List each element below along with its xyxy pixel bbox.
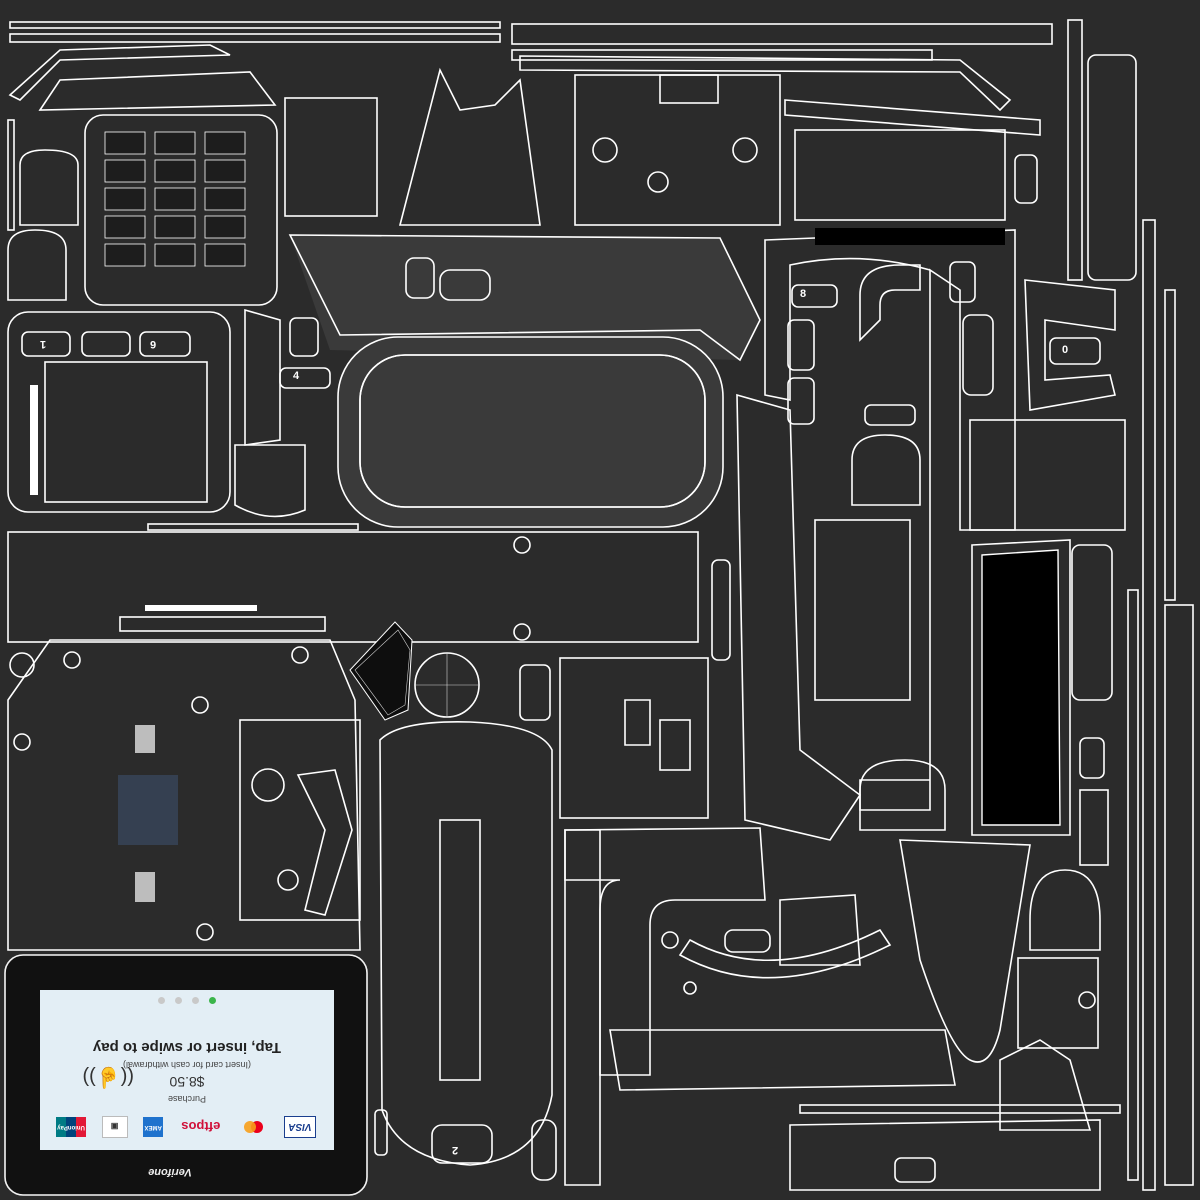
right-housing: [899, 261, 1116, 1131]
page-dot: [192, 997, 199, 1004]
page-indicator: [40, 997, 334, 1004]
page-dot: [158, 997, 165, 1004]
key-label: 0: [1062, 344, 1069, 356]
key-label: 6: [150, 338, 157, 350]
key-label: 4: [293, 370, 300, 382]
purchase-label: Purchase: [167, 1094, 207, 1104]
key-label: 1: [40, 338, 47, 350]
side-strip: [7, 523, 731, 661]
bottom-housing-right: [564, 827, 1121, 1191]
brand-logo: Verifone: [148, 1166, 192, 1178]
page-dot-active: [209, 997, 216, 1004]
bottom-housing-left: [7, 639, 361, 951]
card-logos: VISA eftpos AMEX ▣ UnionPay: [56, 1116, 316, 1138]
black-panel: [969, 419, 1126, 866]
visa-logo: VISA: [284, 1116, 316, 1138]
fan-parts: [349, 621, 480, 721]
key-label: 2: [452, 1144, 459, 1156]
unionpay-logo: UnionPay: [56, 1117, 87, 1137]
payment-prompt: Tap, insert or swipe to pay: [92, 1039, 282, 1056]
payment-screen: VISA eftpos AMEX ▣ UnionPay Purchase $8.…: [40, 990, 334, 1150]
key-panel-left: [7, 308, 331, 518]
cash-withdrawal-hint: (Insert card for cash withdrawal): [122, 1060, 252, 1070]
stand-parts: [398, 19, 1137, 281]
mastercard-icon: [238, 1117, 268, 1137]
page-dot: [175, 997, 182, 1004]
bezel-island: [288, 234, 761, 528]
tall-piece: [736, 228, 1016, 841]
card-icon: ▣: [101, 1116, 128, 1138]
right-strips: [1127, 219, 1194, 1191]
key-label: 8: [800, 288, 807, 300]
top-strips: [8, 21, 1053, 112]
mid-panel: [559, 657, 709, 819]
center-handle: [374, 664, 557, 1181]
keypad-block: [7, 97, 378, 306]
amex-logo: AMEX: [143, 1117, 164, 1137]
eftpos-logo: eftpos: [181, 1119, 221, 1135]
